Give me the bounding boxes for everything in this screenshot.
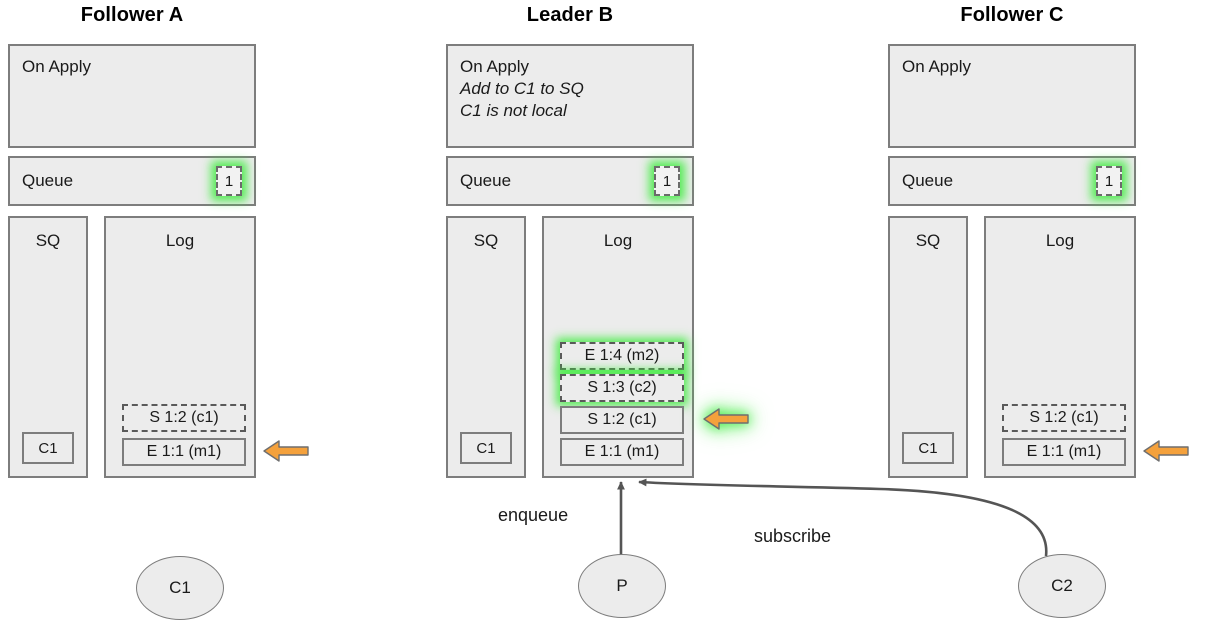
log-entry: E 1:1 (m1) (1002, 438, 1126, 466)
leader-b-sq-panel: SQ C1 (446, 216, 526, 478)
log-entry: S 1:2 (c1) (1002, 404, 1126, 432)
left-arrow-icon (263, 440, 309, 462)
sq-label: SQ (915, 231, 941, 250)
log-label: Log (603, 231, 633, 250)
queue-label: Queue (902, 171, 954, 190)
follower-a-apply-pointer (262, 437, 310, 465)
on-apply-label: On Apply (902, 57, 971, 76)
left-arrow-icon (703, 408, 749, 430)
log-entry: E 1:1 (m1) (122, 438, 246, 466)
leader-b-on-apply-panel: On Apply Add to C1 to SQ C1 is not local (446, 44, 694, 148)
on-apply-block: On Apply Add to C1 to SQ C1 is not local (460, 56, 584, 122)
node-title-follower-a: Follower A (80, 4, 184, 26)
queue-label: Queue (460, 171, 512, 190)
on-apply-label: On Apply (460, 57, 529, 76)
subscribe-edge-label: subscribe (754, 526, 832, 546)
sq-entry: C1 (460, 432, 512, 464)
sq-entry: C1 (902, 432, 954, 464)
log-entry: E 1:1 (m1) (560, 438, 684, 466)
left-arrow-icon (1143, 440, 1189, 462)
node-title-follower-c: Follower C (960, 4, 1064, 26)
follower-a-log-panel: Log S 1:2 (c1) E 1:1 (m1) (104, 216, 256, 478)
leader-b-apply-pointer (702, 405, 750, 433)
follower-a-on-apply-panel: On Apply (8, 44, 256, 148)
on-apply-note: Add to C1 to SQ (460, 79, 584, 98)
enqueue-edge-label: enqueue (498, 505, 569, 525)
queue-badge: 1 (654, 166, 680, 196)
log-entry: E 1:4 (m2) (560, 342, 684, 370)
on-apply-note: C1 is not local (460, 101, 567, 120)
leader-b-log-panel: Log E 1:4 (m2) S 1:3 (c2) S 1:2 (c1) E 1… (542, 216, 694, 478)
follower-c-queue-panel: Queue 1 (888, 156, 1136, 206)
sq-label: SQ (473, 231, 499, 250)
queue-badge: 1 (1096, 166, 1122, 196)
sq-entry: C1 (22, 432, 74, 464)
node-title-leader-b: Leader B (526, 4, 614, 26)
log-entry: S 1:2 (c1) (560, 406, 684, 434)
log-label: Log (165, 231, 195, 250)
queue-badge: 1 (216, 166, 242, 196)
queue-label: Queue (22, 171, 74, 190)
follower-c-apply-pointer (1142, 437, 1190, 465)
follower-a-queue-panel: Queue 1 (8, 156, 256, 206)
consumer-circle-c2: C2 (1018, 554, 1106, 618)
follower-c-log-panel: Log S 1:2 (c1) E 1:1 (m1) (984, 216, 1136, 478)
follower-c-sq-panel: SQ C1 (888, 216, 968, 478)
follower-c-on-apply-panel: On Apply (888, 44, 1136, 148)
log-entry: S 1:2 (c1) (122, 404, 246, 432)
log-label: Log (1045, 231, 1075, 250)
client-circle-c1-a: C1 (136, 556, 224, 620)
follower-a-sq-panel: SQ C1 (8, 216, 88, 478)
subscribe-edge (638, 478, 1048, 557)
sq-label: SQ (35, 231, 61, 250)
leader-b-queue-panel: Queue 1 (446, 156, 694, 206)
on-apply-label: On Apply (22, 57, 91, 76)
producer-circle-p: P (578, 554, 666, 618)
log-entry: S 1:3 (c2) (560, 374, 684, 402)
